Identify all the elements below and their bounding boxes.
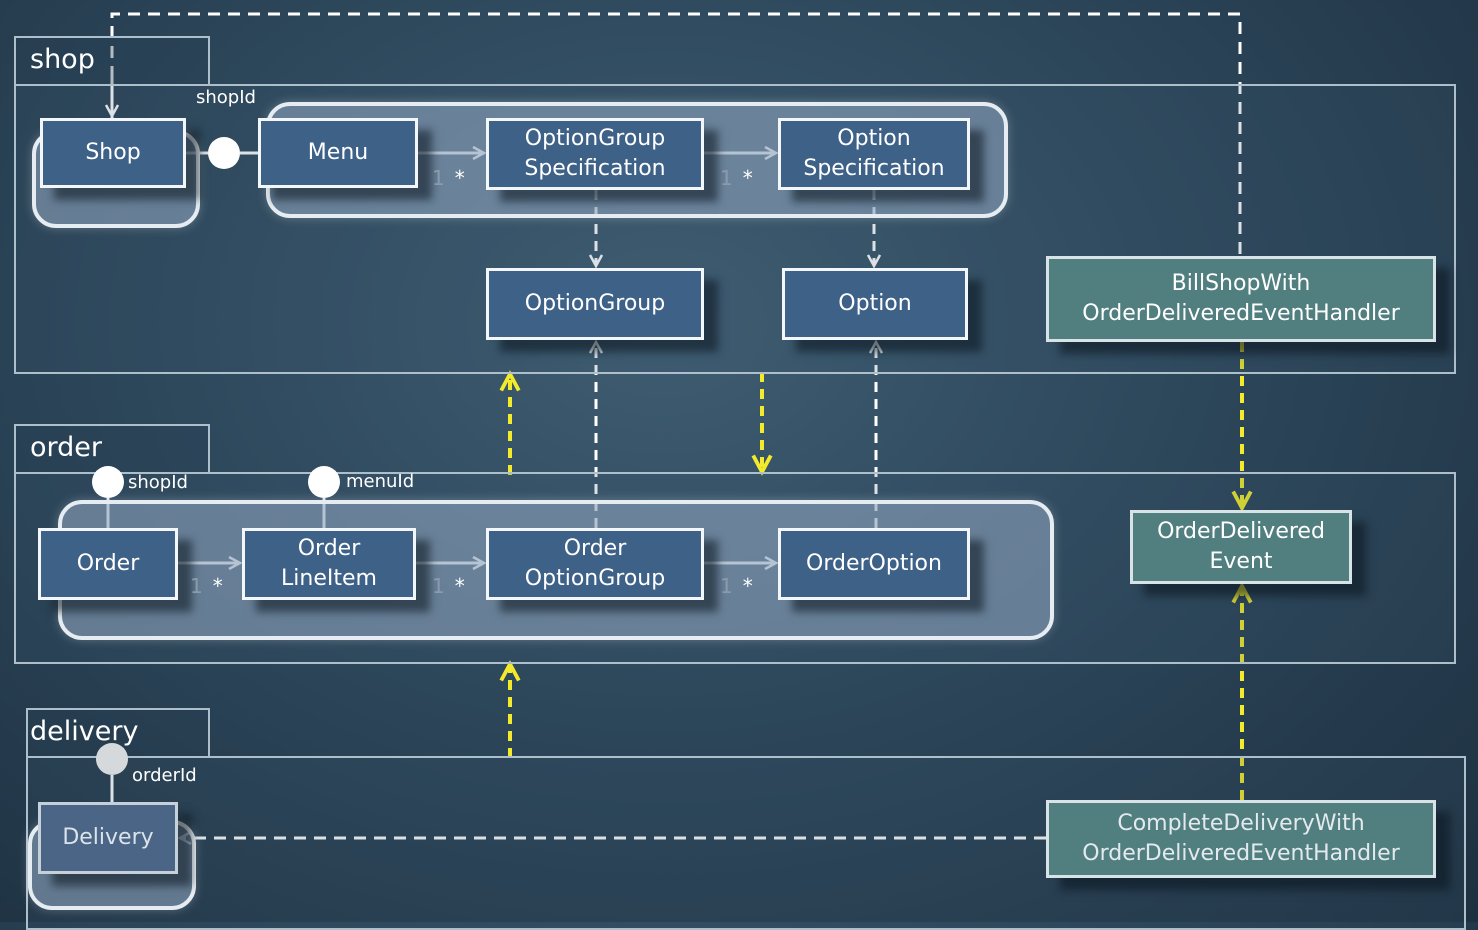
multiplicity-menu-optiongroupspec: 1* <box>432 166 465 190</box>
delivery-order-id-port <box>96 743 128 775</box>
option-group-node[interactable]: OptionGroup <box>486 268 704 340</box>
order-package-tab <box>14 424 210 474</box>
complete-delivery-handler-node[interactable]: CompleteDeliveryWith OrderDeliveredEvent… <box>1046 800 1436 878</box>
option-specification-node[interactable]: Option Specification <box>778 118 970 190</box>
order-menuid-label: menuId <box>346 471 415 492</box>
multiplicity-optiongroup-option: 1* <box>720 574 753 598</box>
order-shop-id-port <box>92 466 124 498</box>
delivery-orderid-label: orderId <box>132 765 197 786</box>
shop-package-title: shop <box>30 44 95 75</box>
shop-node[interactable]: Shop <box>40 118 186 188</box>
delivery-node[interactable]: Delivery <box>38 802 178 874</box>
multiplicity-optiongroupspec-optionspec: 1* <box>720 166 753 190</box>
order-shopid-label: shopId <box>128 472 188 493</box>
order-delivered-event-node[interactable]: OrderDelivered Event <box>1130 510 1352 584</box>
option-node[interactable]: Option <box>782 268 968 340</box>
order-line-item-node[interactable]: Order LineItem <box>242 528 416 600</box>
menu-node[interactable]: Menu <box>258 118 418 188</box>
multiplicity-lineitem-optiongroup: 1* <box>432 574 465 598</box>
order-option-group-node[interactable]: Order OptionGroup <box>486 528 704 600</box>
shop-to-bill-handler-dashed-connector <box>110 12 1242 256</box>
delivery-package-title: delivery <box>30 716 139 747</box>
order-option-node[interactable]: OrderOption <box>778 528 970 600</box>
order-node[interactable]: Order <box>38 528 178 600</box>
shop-id-port <box>208 137 240 169</box>
shop-shopid-label: shopId <box>196 87 256 108</box>
delivery-package-tab <box>26 708 210 758</box>
shop-package-tab <box>14 36 210 86</box>
order-package-title: order <box>30 432 102 463</box>
multiplicity-order-lineitem: 1* <box>190 574 223 598</box>
bill-shop-handler-node[interactable]: BillShopWith OrderDeliveredEventHandler <box>1046 256 1436 342</box>
option-group-specification-node[interactable]: OptionGroup Specification <box>486 118 704 190</box>
order-menu-id-port <box>308 466 340 498</box>
